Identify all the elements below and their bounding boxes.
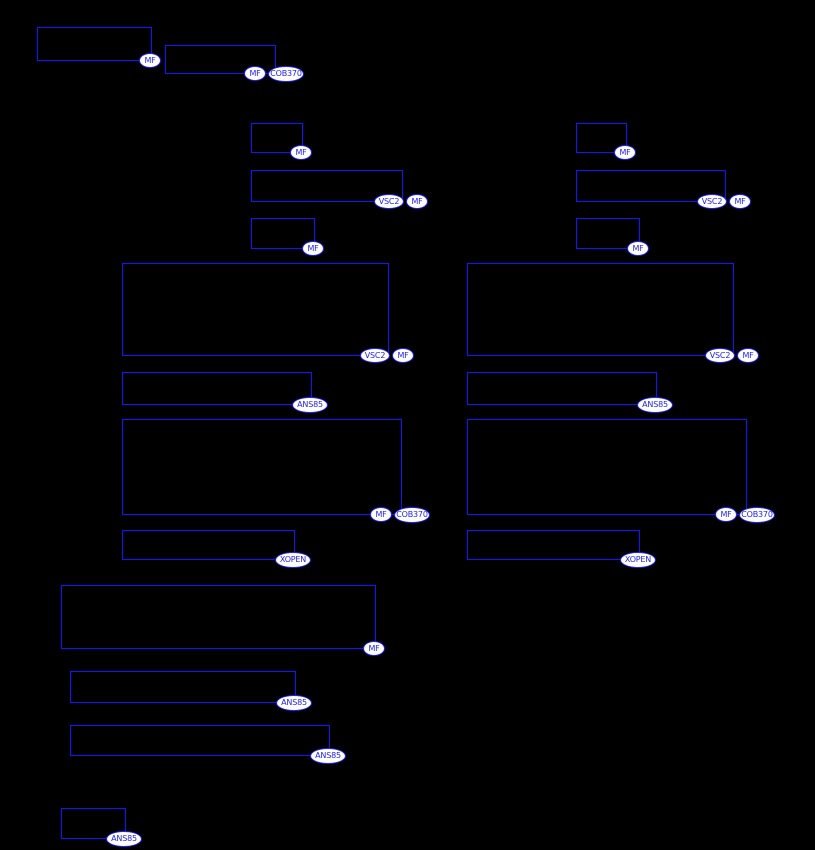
dialect-badge-ans85[interactable]: ANS85 [106,831,142,847]
dialect-badge-ans85[interactable]: ANS85 [637,397,673,413]
region-box[interactable] [122,372,312,405]
dialect-badge-mf[interactable]: MF [363,641,385,656]
region-box[interactable] [165,45,276,74]
region-box[interactable] [251,170,403,202]
dialect-badge-mf[interactable]: MF [370,507,392,522]
region-box[interactable] [122,263,389,356]
region-box[interactable] [70,725,330,756]
dialect-badge-mf[interactable]: MF [737,348,759,363]
region-box[interactable] [467,263,734,356]
region-box[interactable] [467,372,657,405]
region-box[interactable] [37,27,152,61]
dialect-badge-mf[interactable]: MF [729,194,751,209]
dialect-badge-ans85[interactable]: ANS85 [292,397,328,413]
region-box[interactable] [251,218,315,249]
region-box[interactable] [467,419,747,515]
region-box[interactable] [61,585,376,649]
dialect-badge-vsc2[interactable]: VSC2 [705,348,735,363]
region-box[interactable] [70,671,296,703]
region-box[interactable] [467,530,640,560]
dialect-badge-vsc2[interactable]: VSC2 [697,194,727,209]
dialect-badge-mf[interactable]: MF [392,348,414,363]
dialect-badge-cob370[interactable]: COB370 [394,507,430,523]
region-box[interactable] [576,123,627,153]
region-box[interactable] [61,808,126,839]
region-box[interactable] [122,419,402,515]
dialect-badge-mf[interactable]: MF [614,145,636,160]
dialect-badge-cob370[interactable]: COB370 [268,66,304,82]
dialect-badge-mf[interactable]: MF [302,241,324,256]
region-box[interactable] [576,218,640,249]
dialect-badge-ans85[interactable]: ANS85 [310,748,346,764]
dialect-badge-mf[interactable]: MF [139,53,161,68]
dialect-badge-mf[interactable]: MF [290,145,312,160]
dialect-badge-vsc2[interactable]: VSC2 [360,348,390,363]
region-box[interactable] [122,530,295,560]
region-box[interactable] [576,170,726,202]
dialect-badge-mf[interactable]: MF [406,194,428,209]
dialect-badge-mf[interactable]: MF [627,241,649,256]
dialect-badge-cob370[interactable]: COB370 [739,507,775,523]
dialect-badge-ans85[interactable]: ANS85 [276,695,312,711]
dialect-badge-mf[interactable]: MF [715,507,737,522]
dialect-badge-mf[interactable]: MF [244,66,266,81]
dialect-badge-xopen[interactable]: XOPEN [275,552,311,568]
region-box[interactable] [251,123,303,153]
dialect-badge-vsc2[interactable]: VSC2 [374,194,404,209]
dialect-badge-xopen[interactable]: XOPEN [620,552,656,568]
